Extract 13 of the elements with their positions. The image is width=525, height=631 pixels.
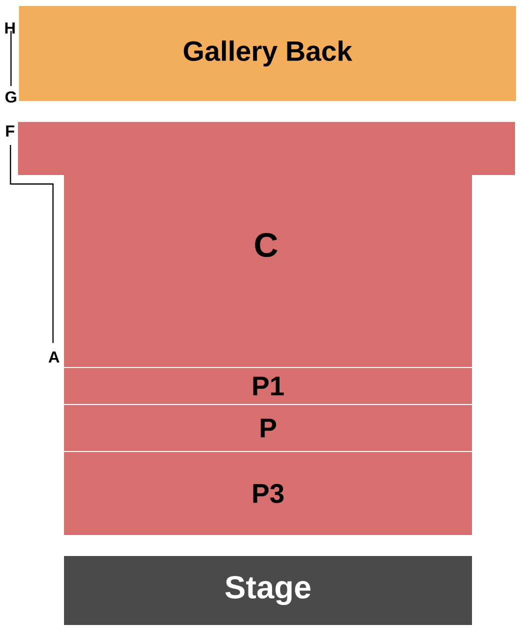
node-label: C xyxy=(255,232,278,258)
node-label: P xyxy=(260,418,276,438)
seating-section: P3 xyxy=(64,452,472,535)
row-label: G xyxy=(5,91,16,103)
stage-block: Stage xyxy=(64,556,472,625)
node-label: P1 xyxy=(253,376,284,396)
node-label: P3 xyxy=(253,484,284,504)
seating-section: Gallery Back xyxy=(19,6,516,101)
row-label: H xyxy=(5,22,15,34)
seating-section: P xyxy=(64,405,472,451)
row-label: F xyxy=(6,125,14,136)
seating-section: P1 xyxy=(64,368,472,404)
row-label: A xyxy=(48,352,60,362)
